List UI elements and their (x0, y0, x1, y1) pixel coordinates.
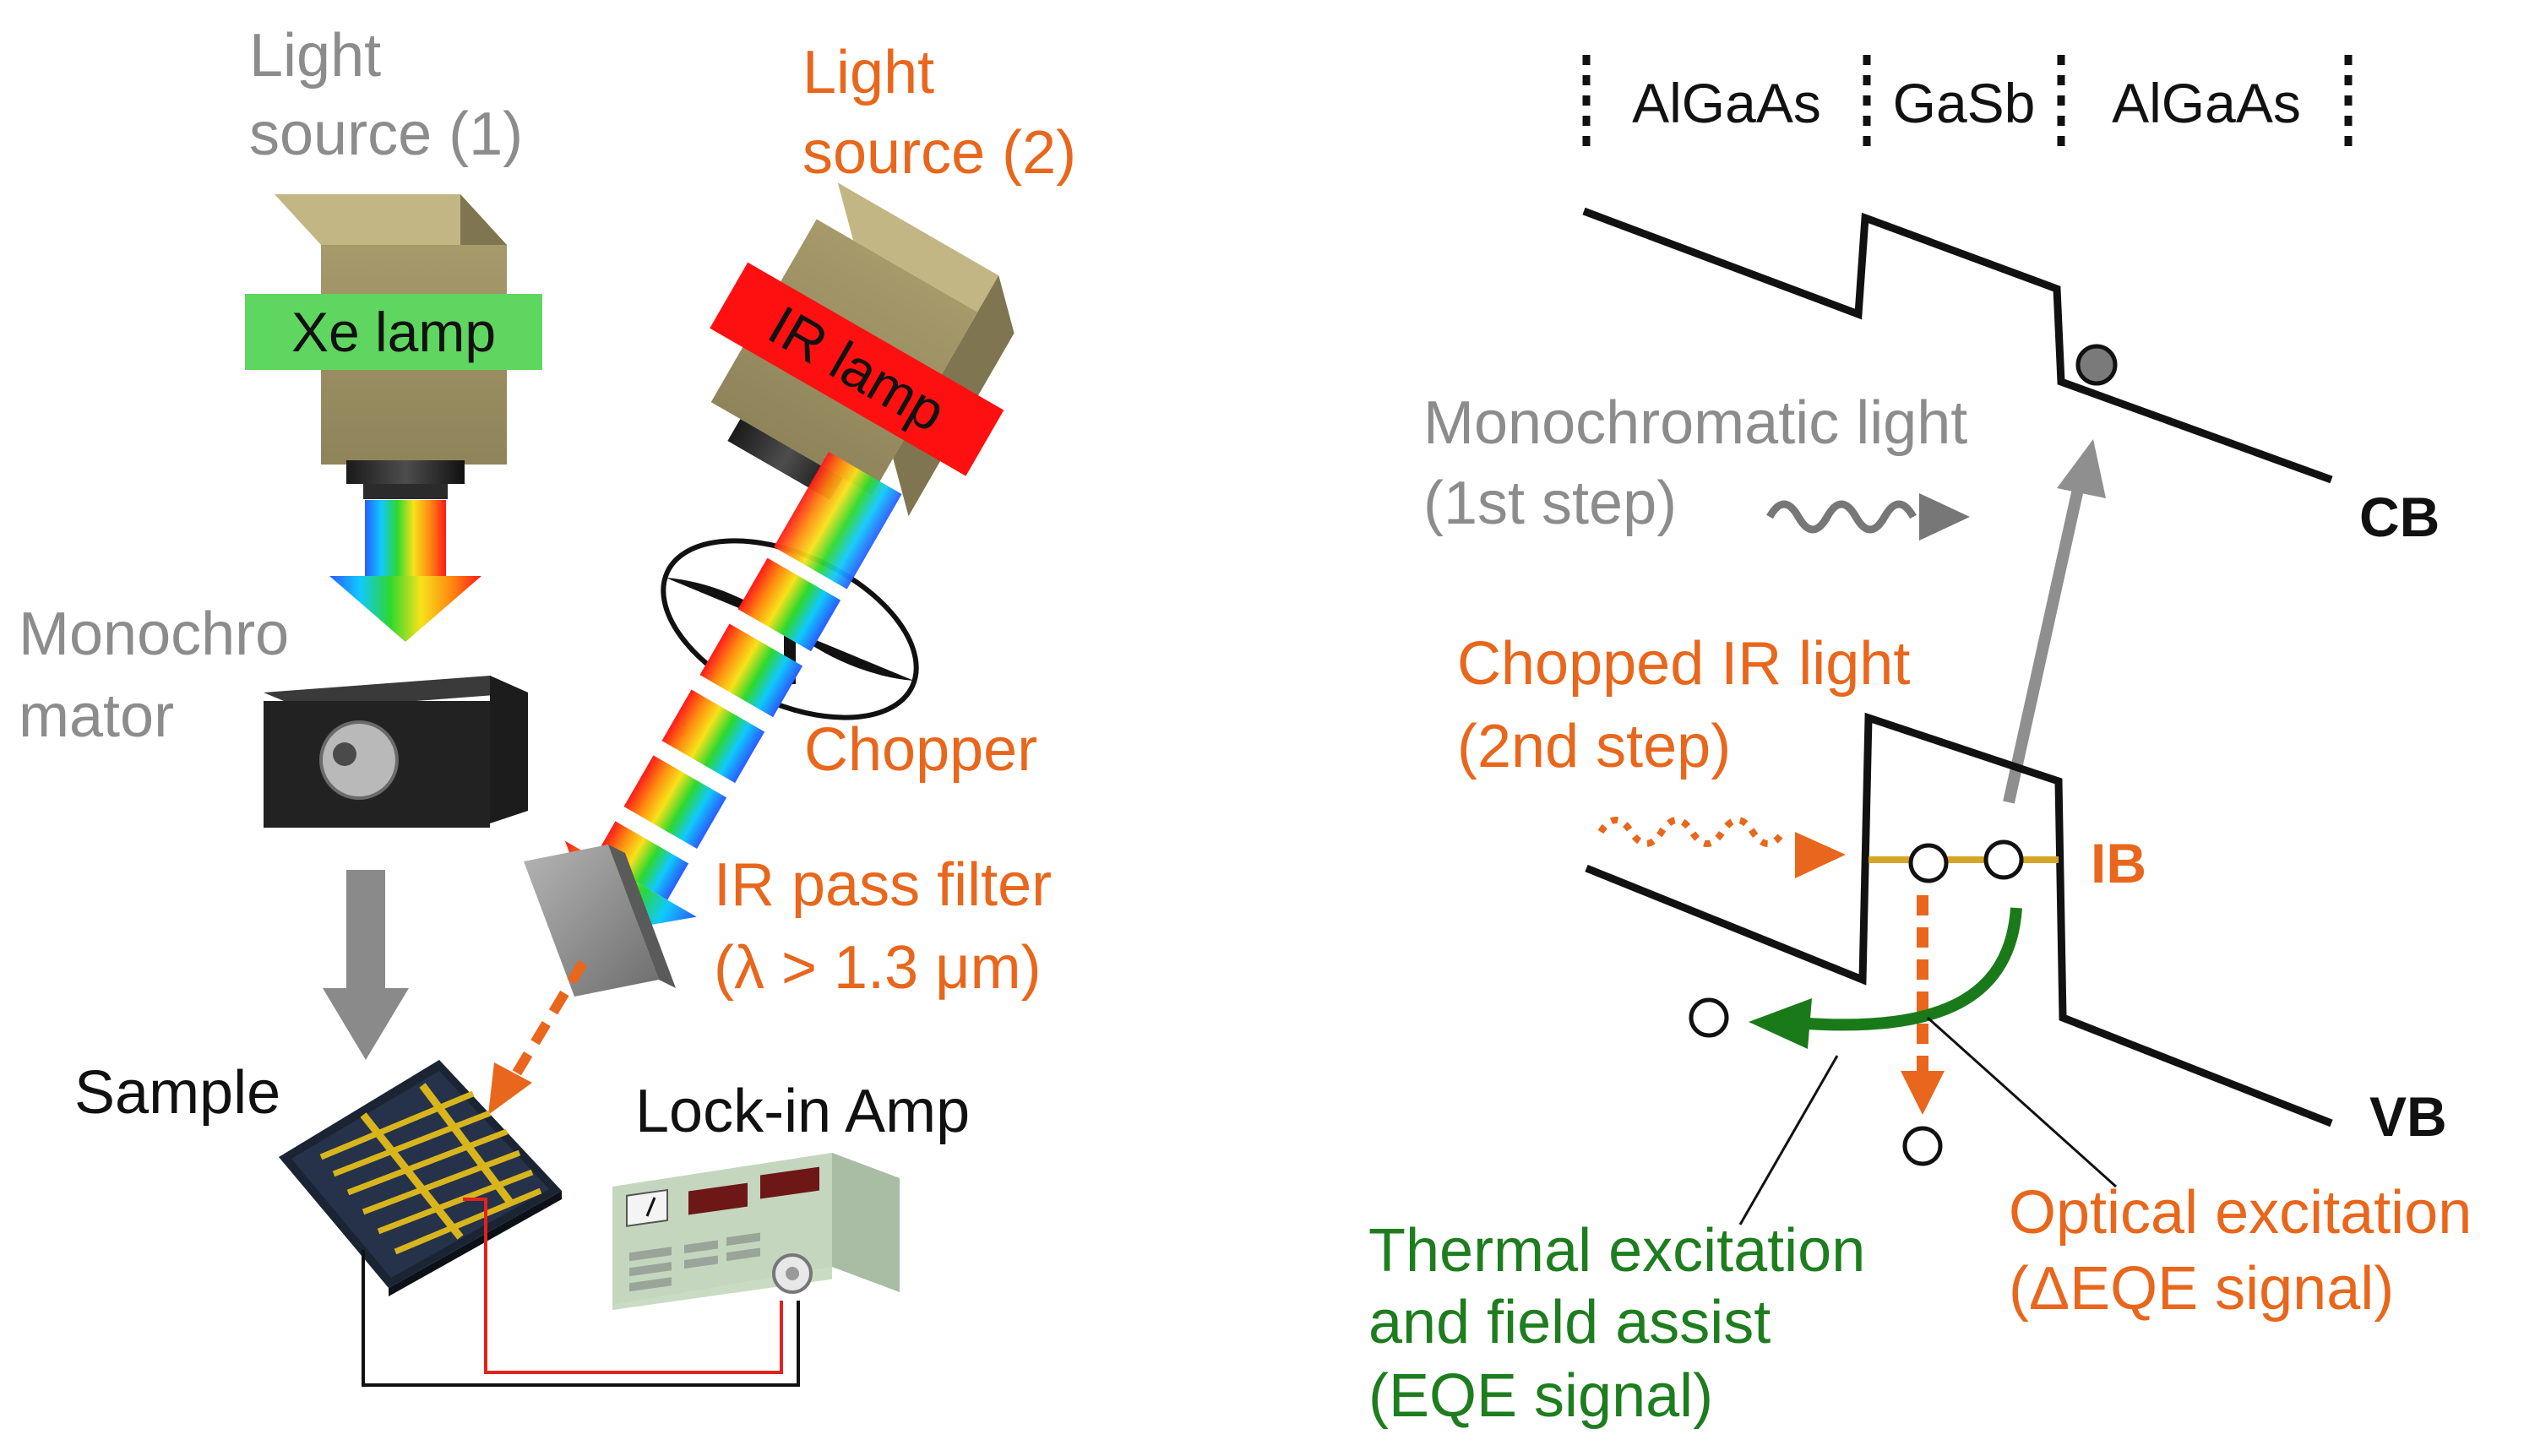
valence-band-line (1585, 712, 2333, 1127)
conduction-band-line (1582, 207, 2333, 484)
light-source-1-label: Light source (1) (249, 22, 523, 168)
chopped-ir-wave (1597, 817, 1787, 847)
monochromatic-light-wave-head (1919, 493, 1970, 541)
optical-excitation-arrowhead (1901, 1071, 1945, 1115)
monochromatic-light-arrow (323, 870, 409, 1060)
monochromatic-light-label: Monochromatic light (1st step) (1423, 389, 1984, 537)
thermal-leader-line (1738, 1055, 1839, 1225)
ib-electron-left (1908, 843, 1949, 883)
monochromator-box (264, 676, 528, 828)
sample-solar-cell (279, 1060, 562, 1296)
first-step-excitation-arrow (2003, 480, 2086, 804)
chopped-ir-wave-head (1795, 832, 1846, 878)
ib-label: IB (2091, 832, 2146, 894)
ir-lamp-label-bg (710, 262, 1004, 476)
ir-pass-filter-label: IR pass filter (λ > 1.3 μm) (714, 851, 1069, 1002)
thermal-excitation-arrowhead (1749, 998, 1812, 1049)
cb-electron (2075, 344, 2118, 386)
layer-labels: AlGaAs GaSb AlGaAs (1582, 55, 2353, 148)
ir-pass-filter-plate (524, 845, 676, 997)
monochromatic-light-wave (1766, 500, 1917, 534)
thermal-excitation-arrow (1807, 907, 2022, 1031)
xe-lamp-label-bg (245, 294, 542, 370)
filtered-ir-arrowhead (488, 1062, 532, 1115)
chopper-label: Chopper (804, 716, 1037, 784)
optical-leader-line (1926, 1016, 2118, 1188)
layer-algaas-left: AlGaAs (1632, 72, 1821, 134)
lock-in-amp-device (612, 1153, 900, 1311)
optical-excitation-label: Optical excitation (ΔEQE signal) (2009, 1179, 2489, 1323)
vb-hole (1902, 1126, 1943, 1166)
sample-label: Sample (74, 1059, 280, 1127)
layer-gasb: GaSb (1893, 72, 2036, 134)
layer-algaas-right: AlGaAs (2112, 72, 2301, 134)
escaped-electron (1689, 997, 1729, 1038)
cb-label: CB (2359, 486, 2440, 548)
lock-in-amp-label: Lock-in Amp (635, 1078, 970, 1145)
vb-label: VB (2369, 1085, 2447, 1148)
thermal-excitation-label: Thermal excitation and field assist (EQE… (1368, 1217, 1882, 1430)
ib-electron-right (1983, 839, 2024, 880)
light-source-2-label: Light source (2) (802, 39, 1076, 187)
monochromator-label: Monochro mator (19, 600, 306, 750)
xe-light-beam-arrow (329, 500, 481, 642)
first-step-excitation-arrowhead (2057, 439, 2106, 498)
wiring (362, 1198, 800, 1387)
filtered-ir-arrow (502, 959, 588, 1093)
chopped-ir-light-label: Chopped IR light (2nd step) (1457, 630, 1927, 780)
xe-lamp-label: Xe lamp (291, 301, 496, 363)
